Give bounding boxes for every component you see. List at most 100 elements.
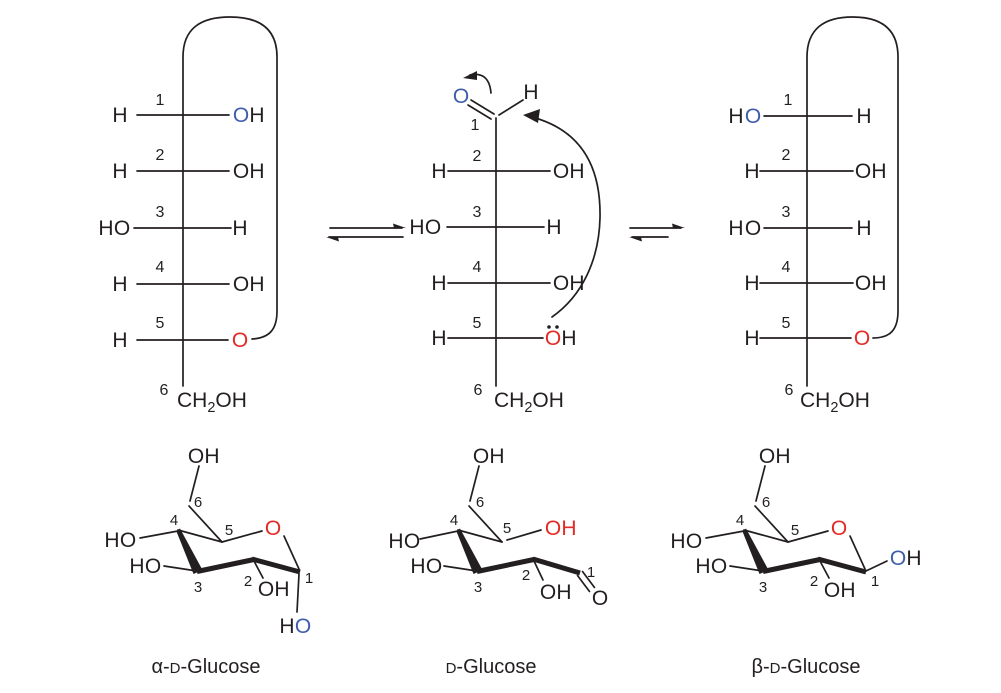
c4-ho-bond: [139, 530, 179, 539]
c5-ring-o-bond: [221, 530, 263, 543]
c3-ho-bond: [163, 565, 198, 572]
atom-h: H: [744, 272, 759, 295]
label-d-smallcap: D: [170, 660, 181, 677]
backbone-and-ring-loop: [806, 16, 899, 387]
formula-ch: CH: [177, 389, 207, 412]
carbon-number-1: 1: [871, 573, 879, 590]
carbon-number-5: 5: [782, 315, 791, 332]
forward-arrowhead: [672, 223, 685, 228]
c4-ho-label: HO: [670, 530, 702, 553]
label-d-smallcap: D: [446, 660, 457, 677]
c6-oh-bond: [755, 465, 766, 502]
curved-arrow-attack-head: [523, 109, 540, 123]
carbon-number-3: 3: [474, 579, 482, 596]
c5-left-atom: H: [431, 327, 446, 350]
atom-h: H: [561, 327, 576, 350]
atom-o: O: [553, 160, 569, 183]
cho-double-bond-b: [581, 570, 596, 589]
c3-ho-bond: [729, 565, 764, 572]
atom-h: H: [523, 81, 538, 104]
carbon-number-6: 6: [762, 494, 770, 511]
lone-pair-dot: [555, 325, 559, 329]
atom-o-red: O: [831, 517, 847, 540]
atom-h: H: [274, 578, 289, 601]
atom-h: H: [670, 530, 685, 553]
carbon-number-1: 1: [305, 570, 313, 587]
c3-right-atom: H: [546, 216, 561, 239]
atom-h: H: [232, 217, 247, 240]
fischer-alpha: H 1 OH H 2 OH HO 3 H H 4 OH H 5 O 6 CH2O…: [98, 16, 278, 416]
carbon-number-4: 4: [736, 512, 744, 529]
atom-o-blue: O: [453, 85, 469, 108]
label-prefix: α-: [151, 656, 169, 678]
ring-oxygen: O: [265, 517, 281, 540]
formula-subscript-2: 2: [207, 400, 215, 416]
atom-h: H: [249, 104, 264, 127]
c2-right-oh: OH: [855, 160, 887, 183]
c4-ho-bond: [705, 530, 745, 539]
atom-o: O: [425, 216, 441, 239]
ring-o-c1-bond: [849, 535, 866, 570]
atom-h: H: [409, 216, 424, 239]
c1-oh-bond: [296, 573, 300, 613]
carbon-number-6: 6: [785, 382, 794, 399]
c6-ch2oh: CH2OH: [177, 389, 247, 416]
carbon-number-3: 3: [194, 579, 202, 596]
formula-subscript-2: 2: [524, 400, 532, 416]
atom-h: H: [431, 272, 446, 295]
atom-o: O: [426, 555, 442, 578]
c3-ho-bond: [443, 565, 478, 572]
carbon-number-2: 2: [156, 147, 165, 164]
aldehyde-oxygen: O: [453, 85, 469, 108]
carbon-number-2: 2: [244, 573, 252, 590]
ring-oxygen: O: [831, 517, 847, 540]
equilibrium-arrow-right: [629, 223, 685, 242]
atom-o-blue: O: [745, 105, 761, 128]
chair-beta: OH O HO HO OH OH 6 5 4 3 2 1: [670, 445, 921, 602]
carbon-number-1: 1: [587, 564, 595, 581]
atom-o: O: [553, 272, 569, 295]
curved-arrow-attack: [531, 116, 601, 318]
atom-h: H: [744, 160, 759, 183]
carbon-number-4: 4: [473, 259, 482, 276]
c4-right-oh: OH: [553, 272, 585, 295]
atom-h: H: [569, 272, 584, 295]
atom-o: O: [711, 555, 727, 578]
c3-right-atom: H: [232, 217, 247, 240]
c3-right-atom: H: [856, 217, 871, 240]
carbon-number-5: 5: [791, 522, 799, 539]
carbon-number-2: 2: [522, 567, 530, 584]
carbon-number-5: 5: [156, 315, 165, 332]
atom-h: H: [129, 555, 144, 578]
atom-h: H: [249, 273, 264, 296]
label-suffix: -Glucose: [181, 656, 261, 678]
atom-o: O: [188, 445, 204, 468]
label-beta-d-glucose: β-D-Glucose: [751, 656, 860, 678]
atom-h: H: [204, 445, 219, 468]
c4-ho-bond: [419, 530, 459, 540]
c6-ch2oh: CH2OH: [800, 389, 870, 416]
c1-right-atom: H: [856, 105, 871, 128]
atom-h: H: [112, 104, 127, 127]
c5-left-atom: H: [744, 327, 759, 350]
c2-left-atom: H: [112, 160, 127, 183]
carbon-number-4: 4: [782, 259, 791, 276]
carbon-number-6: 6: [160, 382, 169, 399]
atom-o-red: O: [232, 329, 248, 352]
atom-h: H: [840, 579, 855, 602]
atom-o: O: [855, 160, 871, 183]
atom-h: H: [388, 530, 403, 553]
carbon-number-4: 4: [450, 512, 458, 529]
carbon-number-2: 2: [473, 148, 482, 165]
atom-o-red: O: [545, 517, 561, 540]
chair-alpha: OH O HO HO OH HO 6 5 4 3 2 1: [104, 445, 313, 638]
backbone-and-ring-loop: [182, 16, 278, 387]
c5-ring-o-bond: [787, 530, 829, 543]
atom-h: H: [112, 329, 127, 352]
aldehyde-oxygen: O: [592, 587, 608, 610]
atom-h: H: [98, 217, 113, 240]
atom-h: H: [431, 327, 446, 350]
c2-oh-label: OH: [824, 579, 856, 602]
